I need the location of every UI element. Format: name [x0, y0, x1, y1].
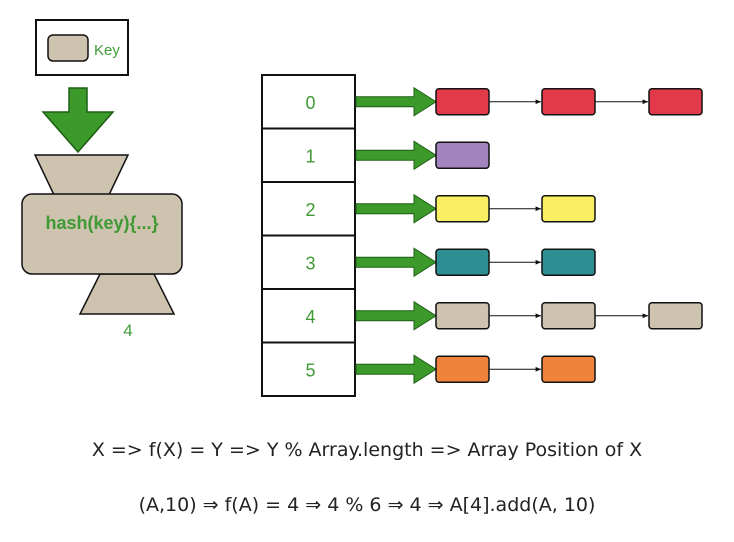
formula-example: (A,10) ⇒ f(A) = 4 ⇒ 4 % 6 ⇒ 4 ⇒ A[4].add… — [138, 494, 596, 516]
chain-node — [541, 248, 596, 276]
chain-node — [435, 302, 490, 330]
bucket-pointer-arrow — [355, 300, 437, 331]
legend-box: Key — [35, 19, 129, 76]
chain-node — [541, 302, 596, 330]
input-arrow — [41, 87, 115, 154]
chain-node — [648, 302, 703, 330]
chain-node — [435, 355, 490, 383]
bucket-index-label: 5 — [305, 360, 315, 380]
formula-general: X => f(X) = Y => Y % Array.length => Arr… — [91, 439, 643, 461]
bucket-index-label: 3 — [305, 253, 315, 273]
bucket-index-label: 1 — [305, 146, 315, 166]
bucket-pointer-arrow — [355, 193, 437, 224]
bucket-pointer-arrow — [355, 354, 437, 385]
legend-key-swatch — [47, 34, 89, 62]
bucket-cell — [261, 234, 356, 290]
bucket-index-label: 2 — [305, 200, 315, 220]
chain-node — [541, 195, 596, 223]
chain-node — [435, 195, 490, 223]
bucket-pointer-arrow — [355, 247, 437, 278]
bucket-cell — [261, 341, 356, 397]
hash-function-label: hash(key){...} — [45, 213, 158, 233]
bucket-array: 0 1 2 3 4 5 — [261, 74, 703, 397]
bucket-pointer-arrow — [355, 140, 437, 171]
chain-node — [435, 248, 490, 276]
hash-output-label: 4 — [123, 321, 132, 340]
bucket-pointer-arrow — [355, 86, 437, 117]
bucket-cell — [261, 127, 356, 183]
legend-key-label: Key — [94, 42, 120, 59]
chain-node — [541, 355, 596, 383]
chain-node — [541, 88, 596, 116]
hash-function: hash(key){...} — [21, 154, 183, 315]
chain-node — [435, 88, 490, 116]
bucket-index-label: 0 — [305, 93, 315, 113]
bucket-cell — [261, 288, 356, 344]
chain-node — [435, 141, 490, 169]
bucket-index-label: 4 — [305, 307, 315, 327]
chain-node — [648, 88, 703, 116]
